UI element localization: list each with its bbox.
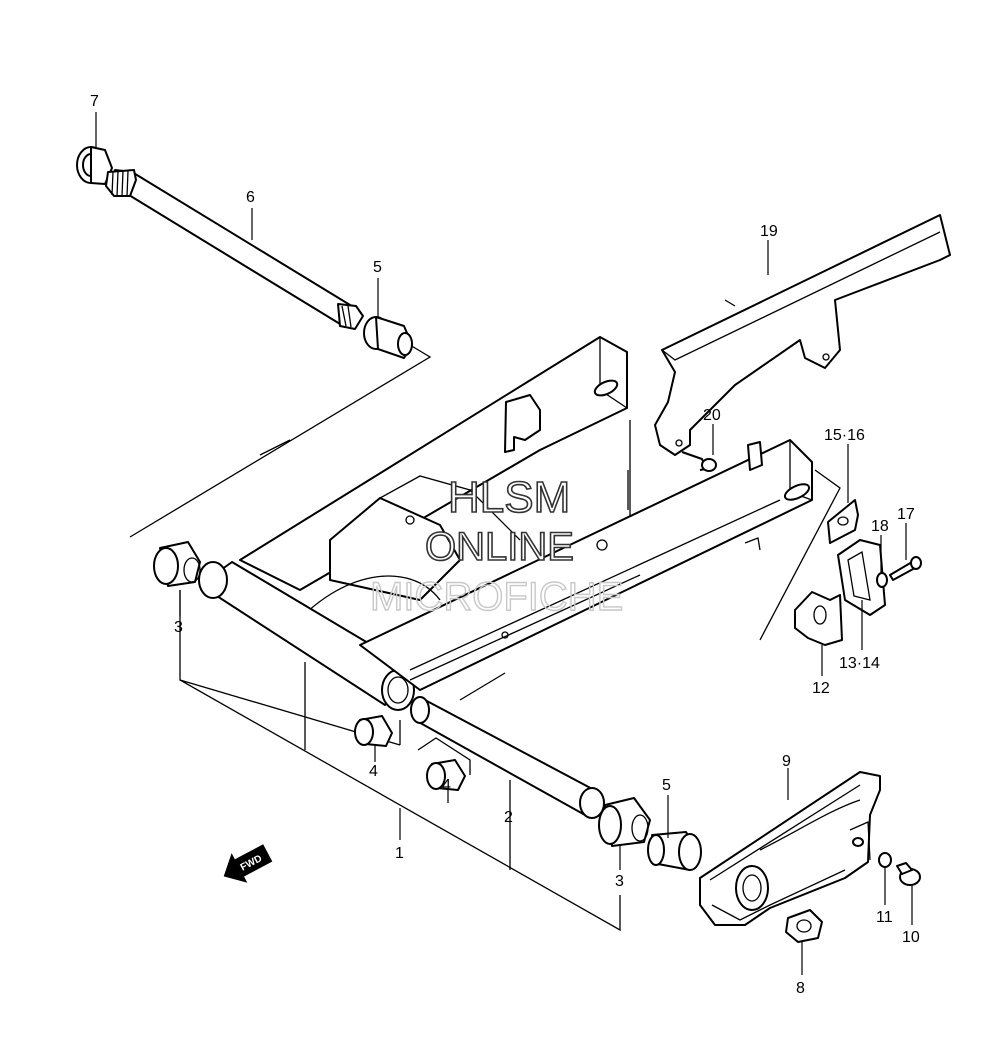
reference-lines [129, 344, 841, 932]
callout-5-bottom: 5 [662, 777, 671, 794]
callout-labels: 7 6 5 19 20 15·16 18 17 13·14 12 3 4 4 1… [90, 93, 920, 997]
watermark-line-2: ONLINE [425, 525, 574, 569]
part-19-chain-case [654, 214, 951, 456]
callout-11: 11 [876, 909, 893, 926]
part-10-bolt [896, 862, 921, 886]
part-12-bracket [794, 591, 843, 646]
part-2-spacer-tube [410, 696, 605, 819]
callout-3-right: 3 [615, 873, 624, 890]
part-7-nut [76, 146, 113, 185]
callout-6: 6 [246, 189, 255, 206]
callout-17: 17 [897, 506, 915, 523]
part-9-chain-guard [699, 771, 881, 926]
callout-12: 12 [812, 680, 830, 697]
callout-1: 1 [395, 845, 404, 862]
part-8-nut [785, 909, 823, 943]
part-3-bearing-right [598, 797, 651, 847]
callout-7: 7 [90, 93, 99, 110]
part-20-screw [681, 451, 717, 472]
part-4-bearing-b [426, 759, 466, 791]
part-11-washer [878, 852, 892, 868]
part-1-swingarm [198, 336, 813, 711]
callout-5-top: 5 [373, 259, 382, 276]
callout-9: 9 [782, 753, 791, 770]
part-17-bolt [889, 556, 922, 581]
part-6-pivot-shaft [105, 169, 364, 330]
leader-lines [95, 112, 913, 975]
callout-10: 10 [902, 929, 920, 946]
callout-15-16: 15·16 [824, 427, 865, 444]
callout-13-14: 13·14 [839, 655, 880, 672]
part-5-collar-bottom [647, 831, 702, 871]
watermark-line-3: MICROFICHE [370, 575, 623, 619]
watermark: HLSM ONLINE MICROFICHE [369, 472, 624, 620]
callout-8: 8 [796, 980, 805, 997]
part-4-bearing-a [354, 715, 393, 747]
watermark-line-1: HLSM [448, 473, 570, 522]
part-15-16-plate [827, 499, 859, 544]
part-3-bearing-left [153, 541, 201, 587]
callout-18: 18 [871, 518, 889, 535]
callout-4-b: 4 [442, 777, 451, 794]
callout-4-a: 4 [369, 763, 378, 780]
callout-3-left: 3 [174, 619, 183, 636]
part-18-washer [876, 572, 888, 588]
callout-2: 2 [504, 809, 513, 826]
part-5-collar-top [363, 316, 413, 359]
callout-19: 19 [760, 223, 778, 240]
callout-20: 20 [703, 407, 721, 424]
fwd-arrow-icon: FWD [223, 844, 273, 883]
part-13-14-adjuster [837, 539, 886, 616]
